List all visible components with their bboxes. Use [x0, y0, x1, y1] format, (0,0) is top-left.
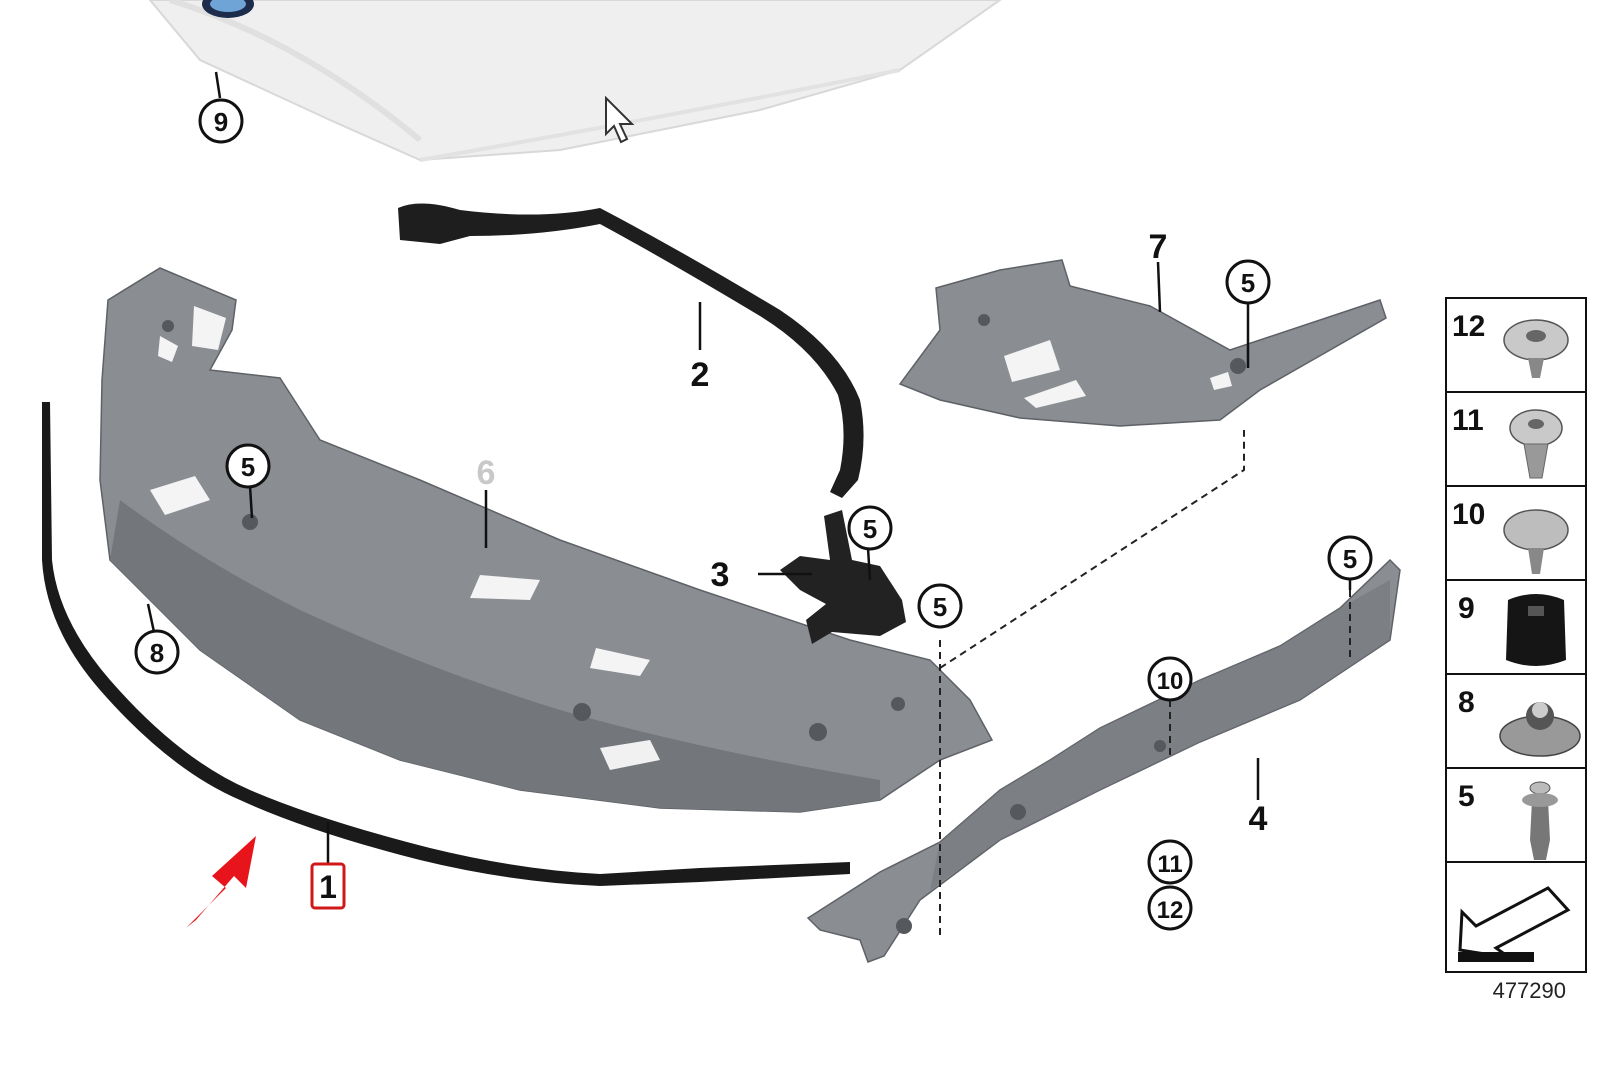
part-6-cover-panel [99, 267, 994, 813]
part-4-rail [806, 558, 1401, 963]
clip-icon [1509, 409, 1563, 479]
callout-7: 7 [1149, 228, 1168, 266]
callout-2: 2 [691, 356, 710, 394]
assembly-lines [939, 430, 1351, 936]
svg-text:7: 7 [1149, 228, 1168, 266]
part-2-seal [398, 203, 864, 499]
callout-5-left: 5 [225, 443, 271, 489]
direction-arrow-icon [1458, 886, 1571, 962]
callout-12: 12 [1147, 885, 1193, 931]
diagram-number: 477290 [1493, 978, 1566, 1003]
callout-3: 3 [711, 556, 730, 594]
callout-9: 9 [198, 98, 244, 144]
callout-5-bracket: 5 [847, 505, 893, 551]
legend-table: 12 11 10 9 8 5 [1445, 297, 1587, 1003]
legend-label-8: 8 [1458, 686, 1475, 719]
callout-11: 11 [1147, 839, 1193, 885]
clip-icon [1506, 594, 1566, 666]
svg-text:4: 4 [1249, 800, 1268, 838]
legend-label-9: 9 [1458, 592, 1475, 625]
clip-icon [1503, 319, 1569, 378]
svg-text:3: 3 [711, 556, 730, 594]
legend-label-11: 11 [1452, 404, 1484, 437]
svg-text:12: 12 [1157, 897, 1184, 924]
svg-text:2: 2 [691, 356, 710, 394]
svg-text:9: 9 [214, 107, 228, 137]
callout-1-highlighted: 1 [310, 862, 346, 910]
svg-text:10: 10 [1157, 668, 1184, 695]
bonnet [148, 0, 1002, 162]
part-3-bracket [780, 510, 906, 644]
leader-lines [146, 71, 1352, 864]
callout-8: 8 [134, 629, 180, 675]
clip-icon [1499, 702, 1581, 757]
callout-6: 6 [477, 454, 496, 492]
svg-text:1: 1 [319, 869, 337, 905]
pointer-arrow-icon [186, 836, 256, 928]
part-7-panel [898, 259, 1387, 427]
svg-text:5: 5 [1241, 268, 1255, 298]
cursor-arrow-icon [605, 95, 635, 144]
callout-10: 10 [1147, 656, 1193, 702]
callout-5-top-right: 5 [1225, 259, 1271, 305]
legend-label-12: 12 [1452, 310, 1485, 343]
svg-text:8: 8 [150, 638, 164, 668]
clip-icon [1503, 509, 1569, 574]
svg-text:5: 5 [933, 592, 947, 622]
svg-text:5: 5 [241, 452, 255, 482]
legend-label-5: 5 [1458, 780, 1475, 813]
svg-text:11: 11 [1157, 851, 1182, 878]
bmw-logo-icon [202, 0, 254, 18]
callout-5-middle: 5 [917, 583, 963, 629]
legend-label-10: 10 [1452, 498, 1485, 531]
svg-text:5: 5 [863, 514, 877, 544]
callout-4: 4 [1249, 800, 1268, 838]
svg-text:6: 6 [477, 454, 496, 492]
clip-icon [1522, 781, 1558, 860]
svg-text:5: 5 [1343, 544, 1357, 574]
callout-5-right: 5 [1327, 535, 1373, 581]
